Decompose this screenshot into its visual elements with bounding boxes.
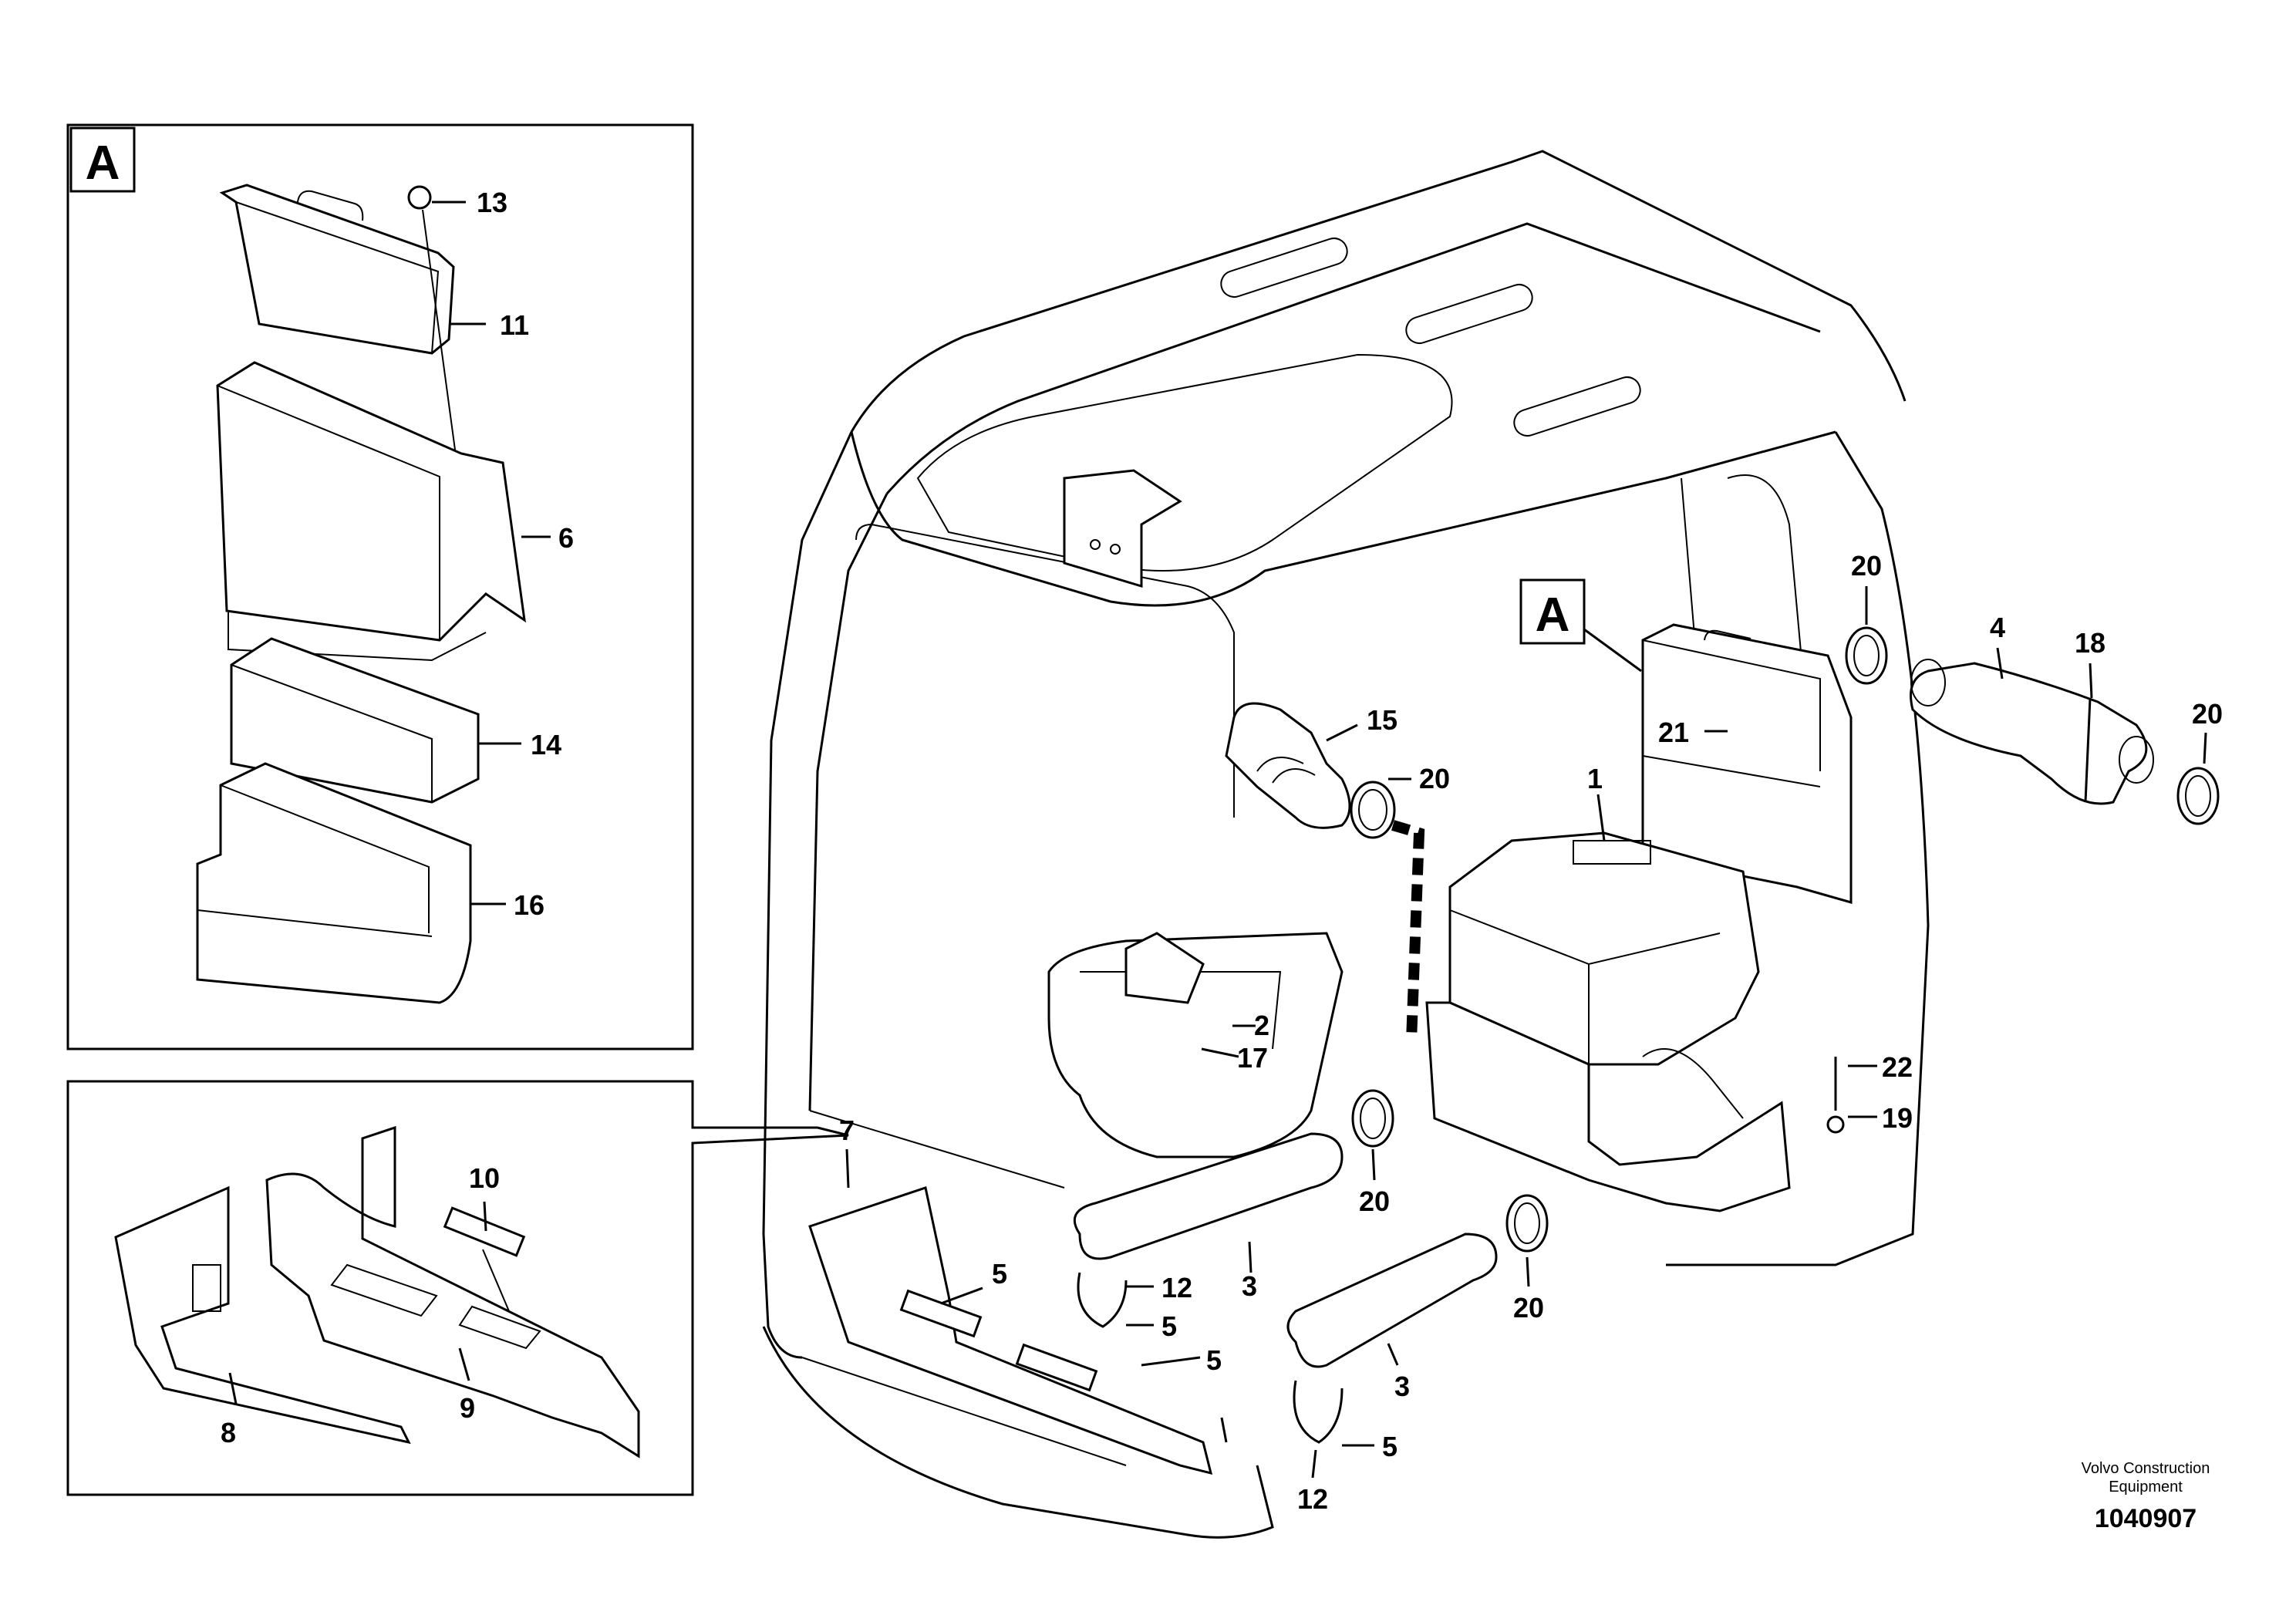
clamp-20-right-b <box>2176 767 2220 825</box>
callout-20-right-a: 20 <box>1851 550 1882 582</box>
callout-20-lower-a: 20 <box>1359 1185 1390 1217</box>
part-7-vent-panel <box>808 1186 1213 1475</box>
callout-12-upper: 12 <box>1161 1272 1192 1303</box>
callout-6: 6 <box>558 522 574 554</box>
clamp-20-right-a <box>1845 626 1888 685</box>
callout-3-upper: 3 <box>1242 1270 1257 1302</box>
callout-22: 22 <box>1882 1051 1913 1083</box>
callout-20-lower-b: 20 <box>1513 1292 1544 1324</box>
callout-5-d: 5 <box>1382 1431 1397 1462</box>
part-15-nozzle <box>1225 702 1351 829</box>
callout-5-c: 5 <box>1206 1344 1222 1376</box>
callout-20-upper: 20 <box>1419 763 1450 794</box>
callout-11: 11 <box>500 309 529 341</box>
callout-13: 13 <box>477 187 507 218</box>
callout-10: 10 <box>469 1162 500 1194</box>
callout-17: 17 <box>1237 1042 1268 1074</box>
part-18-pin <box>2084 697 2092 803</box>
callout-21: 21 <box>1658 717 1689 748</box>
part-1-heater-unit <box>1425 831 1791 1212</box>
clamp-20-lower-b <box>1505 1194 1549 1253</box>
callout-5-b: 5 <box>992 1258 1007 1290</box>
connection-dashed-line <box>1391 820 1425 1042</box>
detail-a-reference-box <box>1519 578 1586 645</box>
callout-20-right-b: 20 <box>2192 698 2223 730</box>
part-14-filter <box>230 637 480 804</box>
brand-line-1: Volvo Construction <box>2082 1460 2210 1477</box>
brand-line-2: Equipment <box>2109 1479 2183 1496</box>
leader-lines <box>845 586 2207 1479</box>
part-4-duct <box>1910 659 2154 805</box>
part-3-hose-upper <box>1073 1132 1344 1260</box>
part-16-duct <box>196 762 472 1004</box>
callout-9: 9 <box>460 1392 475 1424</box>
part-17-housing <box>1047 932 1344 1158</box>
callout-16: 16 <box>514 889 544 921</box>
clamp-20-upper <box>1350 781 1396 839</box>
part-12-clip-upper <box>1077 1272 1128 1328</box>
callout-3-lower: 3 <box>1394 1371 1410 1402</box>
callout-19: 19 <box>1882 1102 1913 1134</box>
filter-assembly-a <box>1641 623 1853 904</box>
callout-4: 4 <box>1990 612 2005 643</box>
callout-2: 2 <box>1254 1010 1269 1041</box>
clamp-20-lower-a <box>1351 1089 1394 1148</box>
detail-a-reference-label: A <box>1536 588 1570 642</box>
callout-14: 14 <box>531 729 561 760</box>
detail-a-panel: A <box>66 123 694 1050</box>
callout-7: 7 <box>839 1114 855 1146</box>
part-13-screw <box>407 185 457 462</box>
part-3-hose-lower <box>1286 1233 1498 1368</box>
part-6-housing <box>216 361 526 662</box>
part-12-clip-lower <box>1293 1380 1344 1444</box>
figure-number: 1040907 <box>2095 1504 2197 1533</box>
part-11-lid <box>219 184 455 355</box>
callout-12-lower: 12 <box>1297 1483 1328 1515</box>
detail-a-label: A <box>86 137 120 190</box>
callout-15: 15 <box>1367 704 1397 736</box>
part-2-cover <box>1124 932 1205 1004</box>
part-19-washer <box>1826 1115 1845 1134</box>
callout-8: 8 <box>221 1417 236 1448</box>
callout-18: 18 <box>2075 627 2106 659</box>
callout-5-a: 5 <box>1161 1310 1177 1342</box>
detail-panels-box: 8 9 10 <box>66 1080 849 1496</box>
cab-frame <box>762 150 1930 1539</box>
callout-1: 1 <box>1587 763 1603 794</box>
part-8-trim-panel <box>114 1185 411 1445</box>
part-9-vent-panel <box>265 1125 640 1458</box>
